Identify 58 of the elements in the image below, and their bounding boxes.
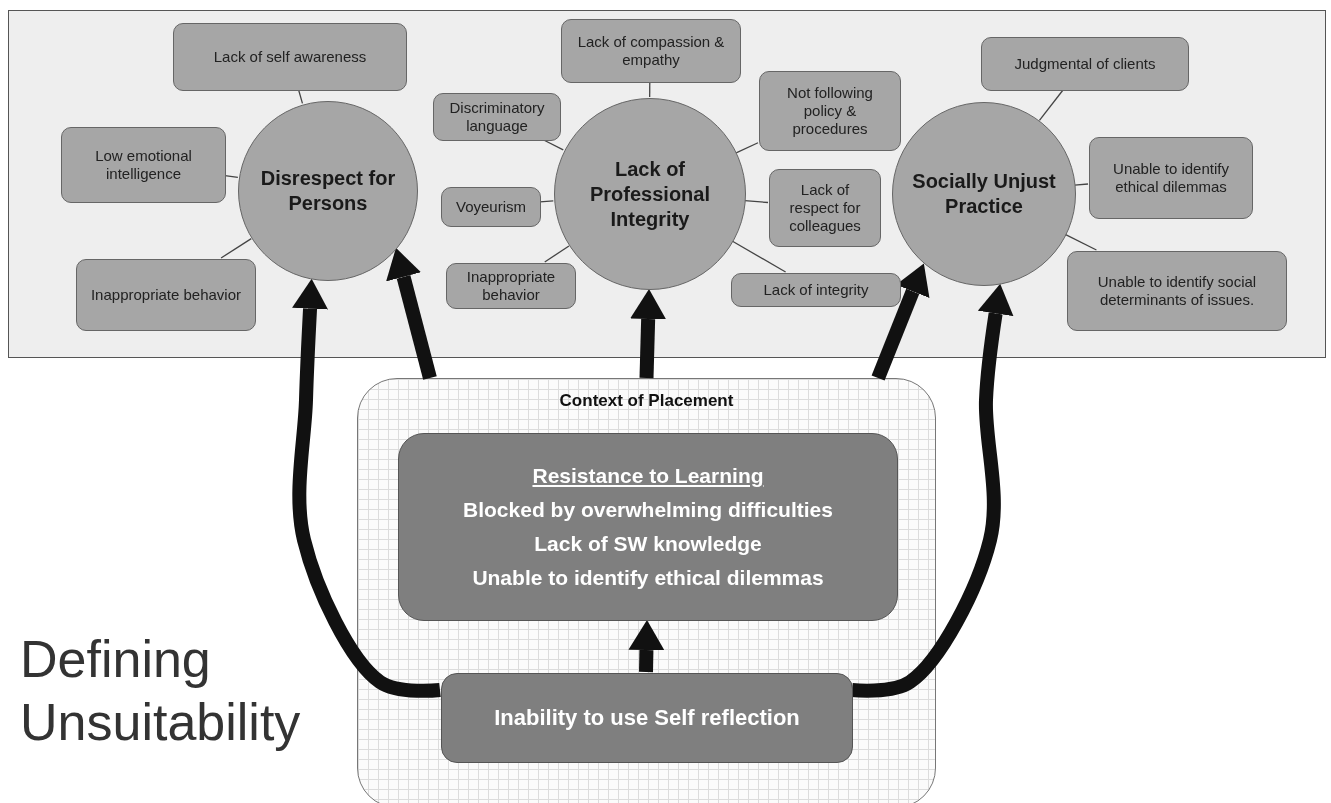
trait-box (433, 93, 561, 141)
box-line: Lack of SW knowledge (534, 531, 762, 557)
trait-box (759, 71, 901, 151)
box-heading: Resistance to Learning (532, 462, 764, 489)
leader-line (731, 240, 787, 273)
box-line: Unable to identify ethical dilemmas (472, 565, 824, 591)
leader-line (544, 245, 570, 263)
box-line: Blocked by overwhelming difficulties (463, 497, 833, 523)
box-label: Inappropriate behavior (465, 268, 557, 304)
leader-line (1074, 183, 1089, 186)
trait-box (561, 19, 741, 83)
curved-arrow (292, 278, 441, 698)
context-heading: Context of Placement (559, 391, 734, 411)
diagram-title: Defining Unsuitability (20, 629, 302, 754)
box-label: Unable to identify social determinants of issues. (1096, 273, 1258, 309)
curved-arrow (851, 283, 1014, 698)
trait-box (173, 23, 407, 91)
box-label: Judgmental of clients (1014, 55, 1156, 73)
leader-line (539, 200, 554, 203)
leader-line (1038, 89, 1064, 121)
trait-box (446, 263, 576, 309)
leader-line (649, 81, 651, 98)
box-label: Unable to identify ethical dilemmas (1112, 160, 1230, 196)
block-arrow (630, 289, 667, 379)
trait-box (441, 187, 541, 227)
block-arrow (386, 247, 437, 380)
diagram-panel (8, 10, 1326, 358)
box-label: Low emotional intelligence (94, 147, 193, 183)
trait-box (1067, 251, 1287, 331)
circle-label: Disrespect for Persons (259, 166, 397, 216)
box-label: Voyeurism (456, 198, 526, 216)
trait-box (981, 37, 1189, 91)
context-box (357, 378, 936, 803)
trait-box (1089, 137, 1253, 219)
box-label: Inappropriate behavior (90, 286, 242, 304)
box-label: Not following policy & procedures (786, 84, 874, 138)
circle-label: Lack of Professional Integrity (588, 156, 711, 232)
trait-box (61, 127, 226, 203)
resistance-box (398, 433, 898, 621)
circle-label: Socially Unjust Practice (911, 169, 1057, 219)
trait-box (76, 259, 256, 331)
box-label: Lack of self awareness (213, 48, 367, 66)
trait-box (731, 273, 901, 307)
box-label: Lack of respect for colleagues (788, 181, 862, 235)
leader-line (298, 89, 304, 105)
trait-box (769, 169, 881, 247)
leader-line (1064, 233, 1098, 251)
leader-line (220, 237, 252, 259)
leader-line (224, 175, 239, 179)
reflection-box (441, 673, 853, 763)
box-label: Lack of integrity (763, 281, 869, 299)
block-arrow (628, 620, 665, 673)
leader-line (735, 142, 759, 154)
box-label: Inability to use Self reflection (494, 705, 800, 731)
box-label: Lack of compassion & empathy (576, 33, 726, 69)
box-label: Discriminatory language (448, 99, 546, 135)
leader-line (744, 200, 769, 204)
leader-line (543, 139, 564, 151)
